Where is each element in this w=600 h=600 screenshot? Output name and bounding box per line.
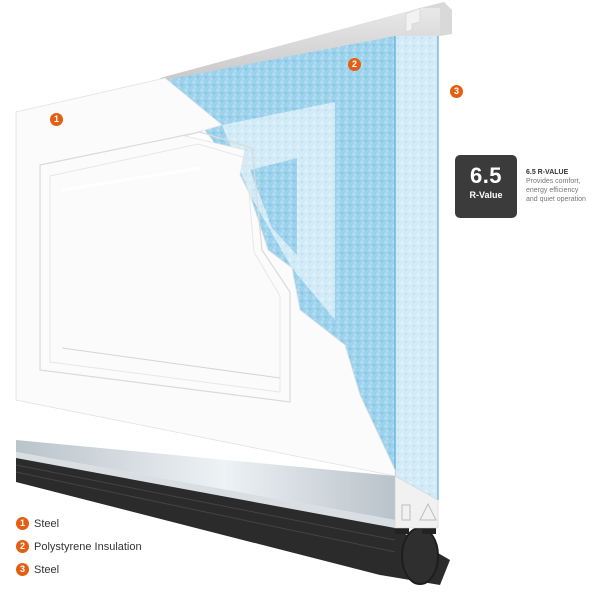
legend-number-badge: 2: [16, 540, 29, 553]
r-value-desc-line-2: energy efficiency: [526, 187, 579, 194]
front-steel-skin: [15, 77, 396, 477]
callout-1-steel: 1: [50, 113, 63, 126]
callout-number: 2: [351, 59, 357, 69]
r-value-description: 6.5 R-VALUE Provides comfort, energy eff…: [526, 168, 600, 204]
bottom-rail: [16, 440, 430, 528]
legend-item: 3 Steel: [16, 558, 142, 581]
legend-label: Steel: [34, 563, 60, 576]
callout-3-steel: 3: [450, 85, 463, 98]
bottom-weather-seal: [15, 458, 450, 585]
layer-legend: 1 Steel 2 Polystyrene Insulation 3 Steel: [16, 512, 142, 581]
callout-number: 3: [453, 86, 459, 96]
callout-number: 1: [53, 114, 59, 124]
bottom-end-profile: [394, 475, 439, 529]
legend-number-badge: 3: [16, 563, 29, 576]
legend-label: Steel: [34, 517, 60, 530]
r-value-desc-line-3: and quiet operation: [526, 196, 586, 203]
legend-label: Polystyrene Insulation: [34, 540, 142, 553]
r-value-number: 6.5: [469, 163, 503, 188]
r-value-heading: 6.5 R-VALUE: [526, 169, 569, 176]
r-value-label: R-Value: [469, 190, 503, 200]
legend-item: 1 Steel: [16, 512, 142, 535]
r-value-badge: 6.5 R-Value: [455, 155, 517, 218]
legend-number-badge: 1: [16, 517, 29, 530]
r-value-desc-line-1: Provides comfort,: [526, 178, 581, 185]
callout-2-insulation: 2: [348, 58, 361, 71]
legend-item: 2 Polystyrene Insulation: [16, 535, 142, 558]
